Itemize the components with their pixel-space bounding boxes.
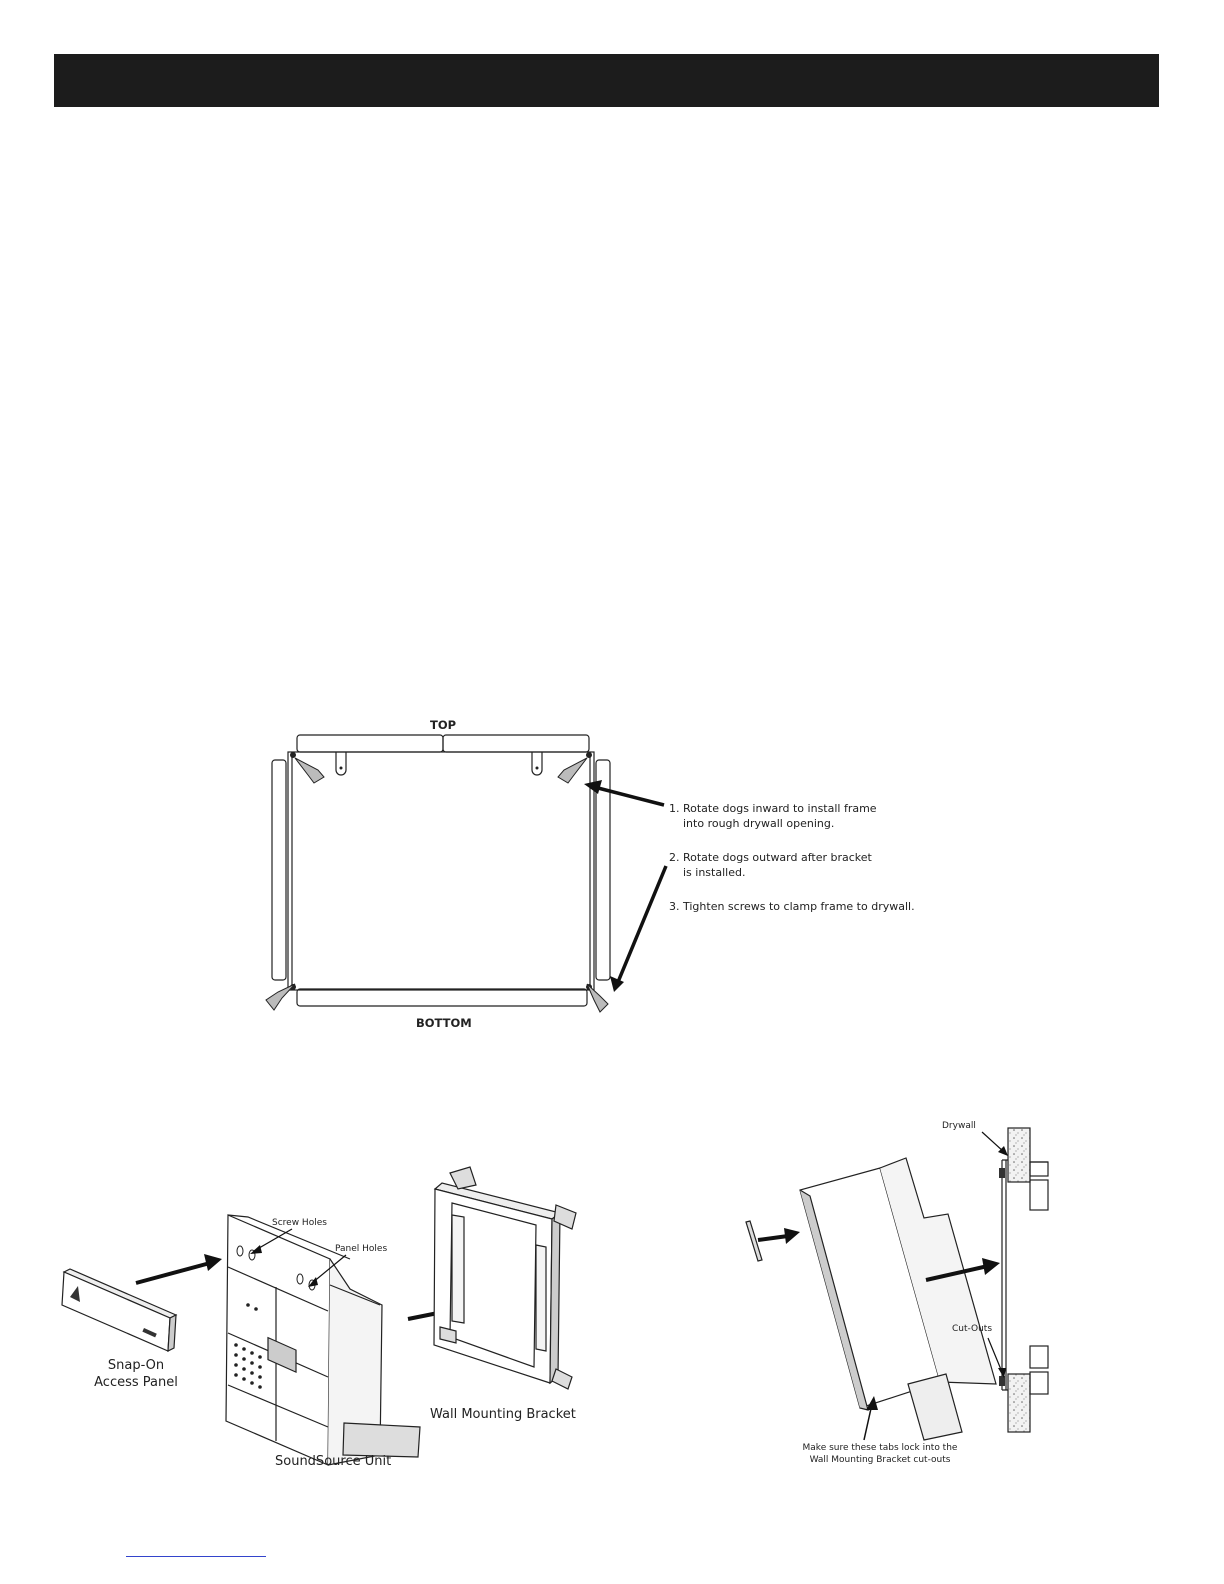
tabs-note-line1: Make sure these tabs lock into the	[802, 1443, 958, 1453]
step-2-line1: 2. Rotate dogs outward after bracket	[669, 851, 872, 864]
header-bar	[54, 54, 1159, 107]
frame-diagram	[265, 734, 668, 1013]
access-panel-label-line1: Snap-On	[107, 1358, 165, 1373]
step-2-line2: is installed.	[683, 866, 746, 879]
cutouts-label: Cut-Outs	[952, 1324, 993, 1334]
wall-bracket-label: Wall Mounting Bracket	[430, 1407, 576, 1422]
drywall-label: Drywall	[942, 1121, 976, 1131]
bottom-label: BOTTOM	[416, 1016, 472, 1030]
exploded-view-diagram	[61, 1166, 577, 1466]
access-panel-label-line2: Access Panel	[94, 1375, 178, 1390]
top-label: TOP	[430, 718, 457, 732]
step-3-line1: 3. Tighten screws to clamp frame to dryw…	[669, 900, 915, 913]
step-1-line1: 1. Rotate dogs inward to install frame	[669, 802, 877, 815]
tabs-note-line2: Wall Mounting Bracket cut-outs	[809, 1455, 951, 1465]
panel-holes-label: Panel Holes	[335, 1244, 388, 1254]
soundsource-unit-label: SoundSource Unit	[275, 1454, 392, 1469]
footer-link-underline	[126, 1556, 266, 1557]
screw-holes-label: Screw Holes	[272, 1218, 327, 1228]
side-view-diagram	[745, 1127, 1049, 1441]
step-1-line2: into rough drywall opening.	[683, 817, 835, 830]
